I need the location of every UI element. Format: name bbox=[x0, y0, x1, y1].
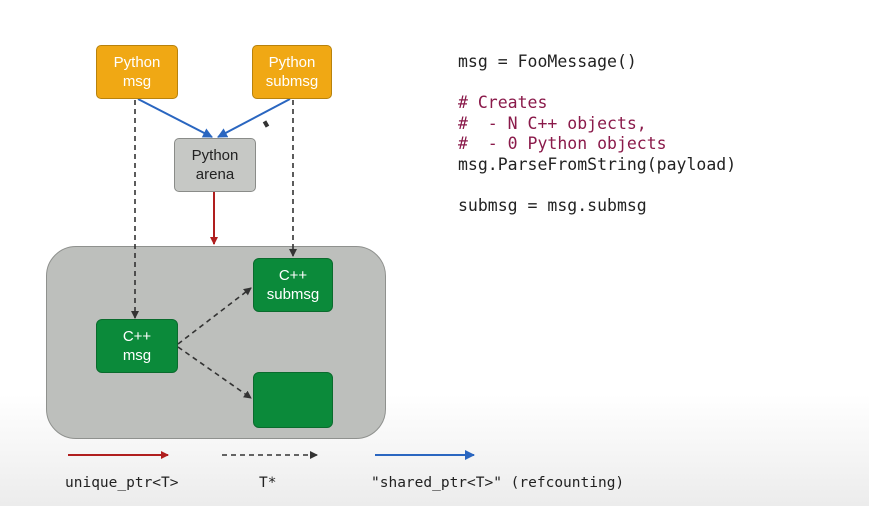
code-comment-3: # - 0 Python objects bbox=[458, 134, 667, 153]
legend-raw-label: T* bbox=[259, 475, 277, 491]
edge-python-submsg-to-arena bbox=[217, 98, 291, 138]
cpp-submsg-node: C++ submsg bbox=[253, 258, 333, 312]
code-line-3: submsg = msg.submsg bbox=[458, 195, 647, 215]
python-submsg-node: Python submsg bbox=[252, 45, 332, 99]
mouse-cursor-icon bbox=[262, 120, 270, 128]
python-arena-node: Python arena bbox=[174, 138, 256, 192]
code-comment-1: # Creates bbox=[458, 93, 548, 112]
code-line-1: msg = FooMessage() bbox=[458, 52, 637, 71]
edge-python-msg-to-arena bbox=[137, 98, 213, 138]
legend-unique-label: unique_ptr<T> bbox=[65, 475, 179, 491]
code-comment-2: # - N C++ objects, bbox=[458, 113, 647, 133]
code-line-2: msg.ParseFromString(payload) bbox=[458, 154, 737, 174]
cpp-unnamed-node bbox=[253, 372, 333, 428]
python-msg-node: Python msg bbox=[96, 45, 178, 99]
code-block: msg = FooMessage() # Creates # - N C++ o… bbox=[458, 52, 736, 216]
cpp-msg-node: C++ msg bbox=[96, 319, 178, 373]
legend-shared-label: "shared_ptr<T>" (refcounting) bbox=[371, 475, 625, 491]
